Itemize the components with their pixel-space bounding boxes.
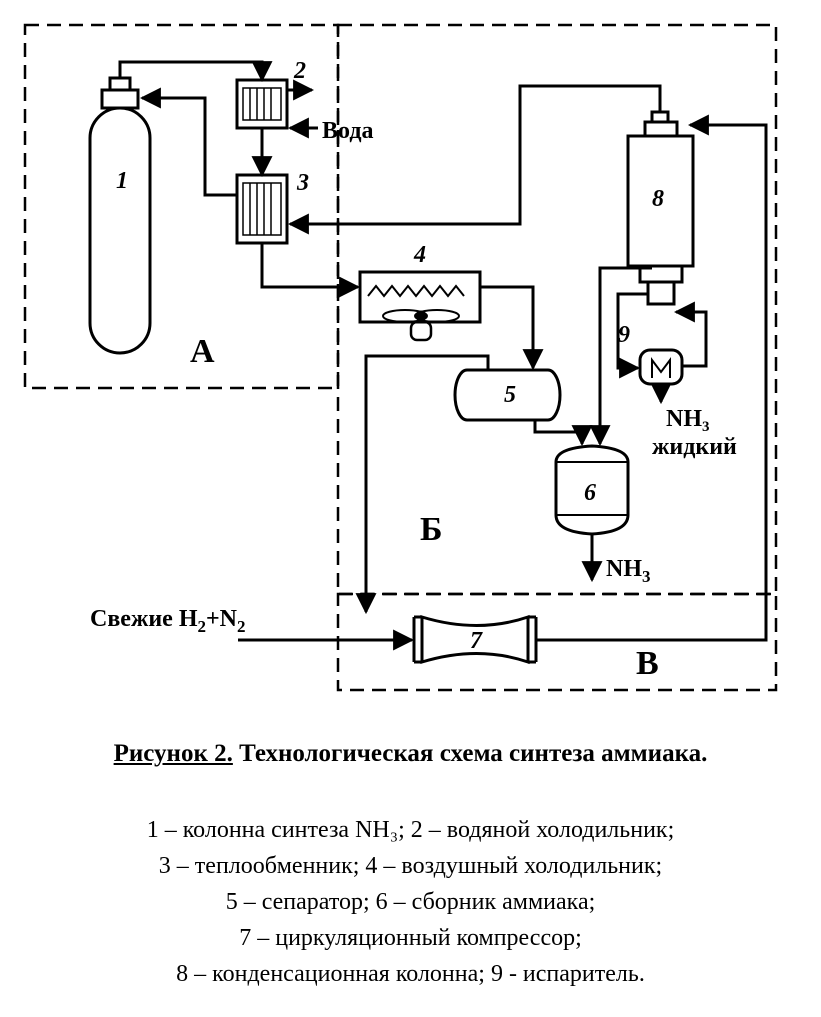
air-cooler: [358, 270, 482, 342]
evaporator: [638, 348, 684, 386]
figure-caption: Рисунок 2. Технологическая схема синтеза…: [0, 740, 821, 768]
caption-lead: Рисунок 2.: [113, 740, 233, 767]
zone-label-v: В: [636, 645, 659, 682]
legend-line: 1 – колонна синтеза NH₃; 2 – водяной хол…: [146, 817, 675, 843]
zone-label-a: А: [190, 333, 215, 370]
legend-line: 3 – теплообменник; 4 – воздушный холодил…: [158, 853, 663, 879]
zone-a-boundary: [23, 23, 340, 390]
zone-boundaries: [23, 23, 778, 692]
water-label: Вода: [322, 118, 373, 144]
caption-text: Технологическая схема синтеза аммиака.: [232, 740, 708, 767]
legend-line: 5 – сепаратор; 6 – сборник аммиака;: [225, 889, 596, 915]
legend-line: 8 – конденсационная колонна; 9 - испарит…: [176, 961, 645, 987]
label-number-7: 7: [470, 628, 483, 654]
equipment-legend: 1 – колонна синтеза NH₃; 2 – водяной хол…: [0, 812, 821, 992]
label-number-4: 4: [413, 242, 426, 268]
zone-b-boundary: [336, 23, 778, 596]
label-number-5: 5: [504, 382, 516, 408]
zone-v-boundary: [336, 592, 778, 692]
nh3-liquid-label: NH3: [666, 406, 710, 435]
ammonia-collector: [554, 444, 630, 536]
label-number-3: 3: [296, 170, 309, 196]
liquid-label: жидкий: [652, 434, 737, 460]
label-number-9: 9: [618, 322, 630, 348]
separator: [453, 368, 562, 422]
heat-exchanger: [235, 173, 289, 245]
label-number-8: 8: [652, 186, 664, 212]
water-cooler: [235, 78, 289, 130]
process-flow-diagram: 1 2 3 4 5 6 7 8 9 А Б В Вода NH3 жидкий …: [23, 23, 778, 692]
nh3-product-label: NH3: [606, 556, 651, 586]
label-number-2: 2: [293, 58, 306, 84]
label-number-1: 1: [116, 168, 128, 194]
synthesis-column: [88, 76, 152, 355]
label-number-6: 6: [584, 480, 596, 506]
fresh-feed-label: Свежие H2+N2: [90, 606, 246, 636]
legend-line: 7 – циркуляционный компрессор;: [239, 925, 582, 951]
pipelines: [118, 60, 768, 651]
zone-label-b: Б: [420, 511, 442, 548]
